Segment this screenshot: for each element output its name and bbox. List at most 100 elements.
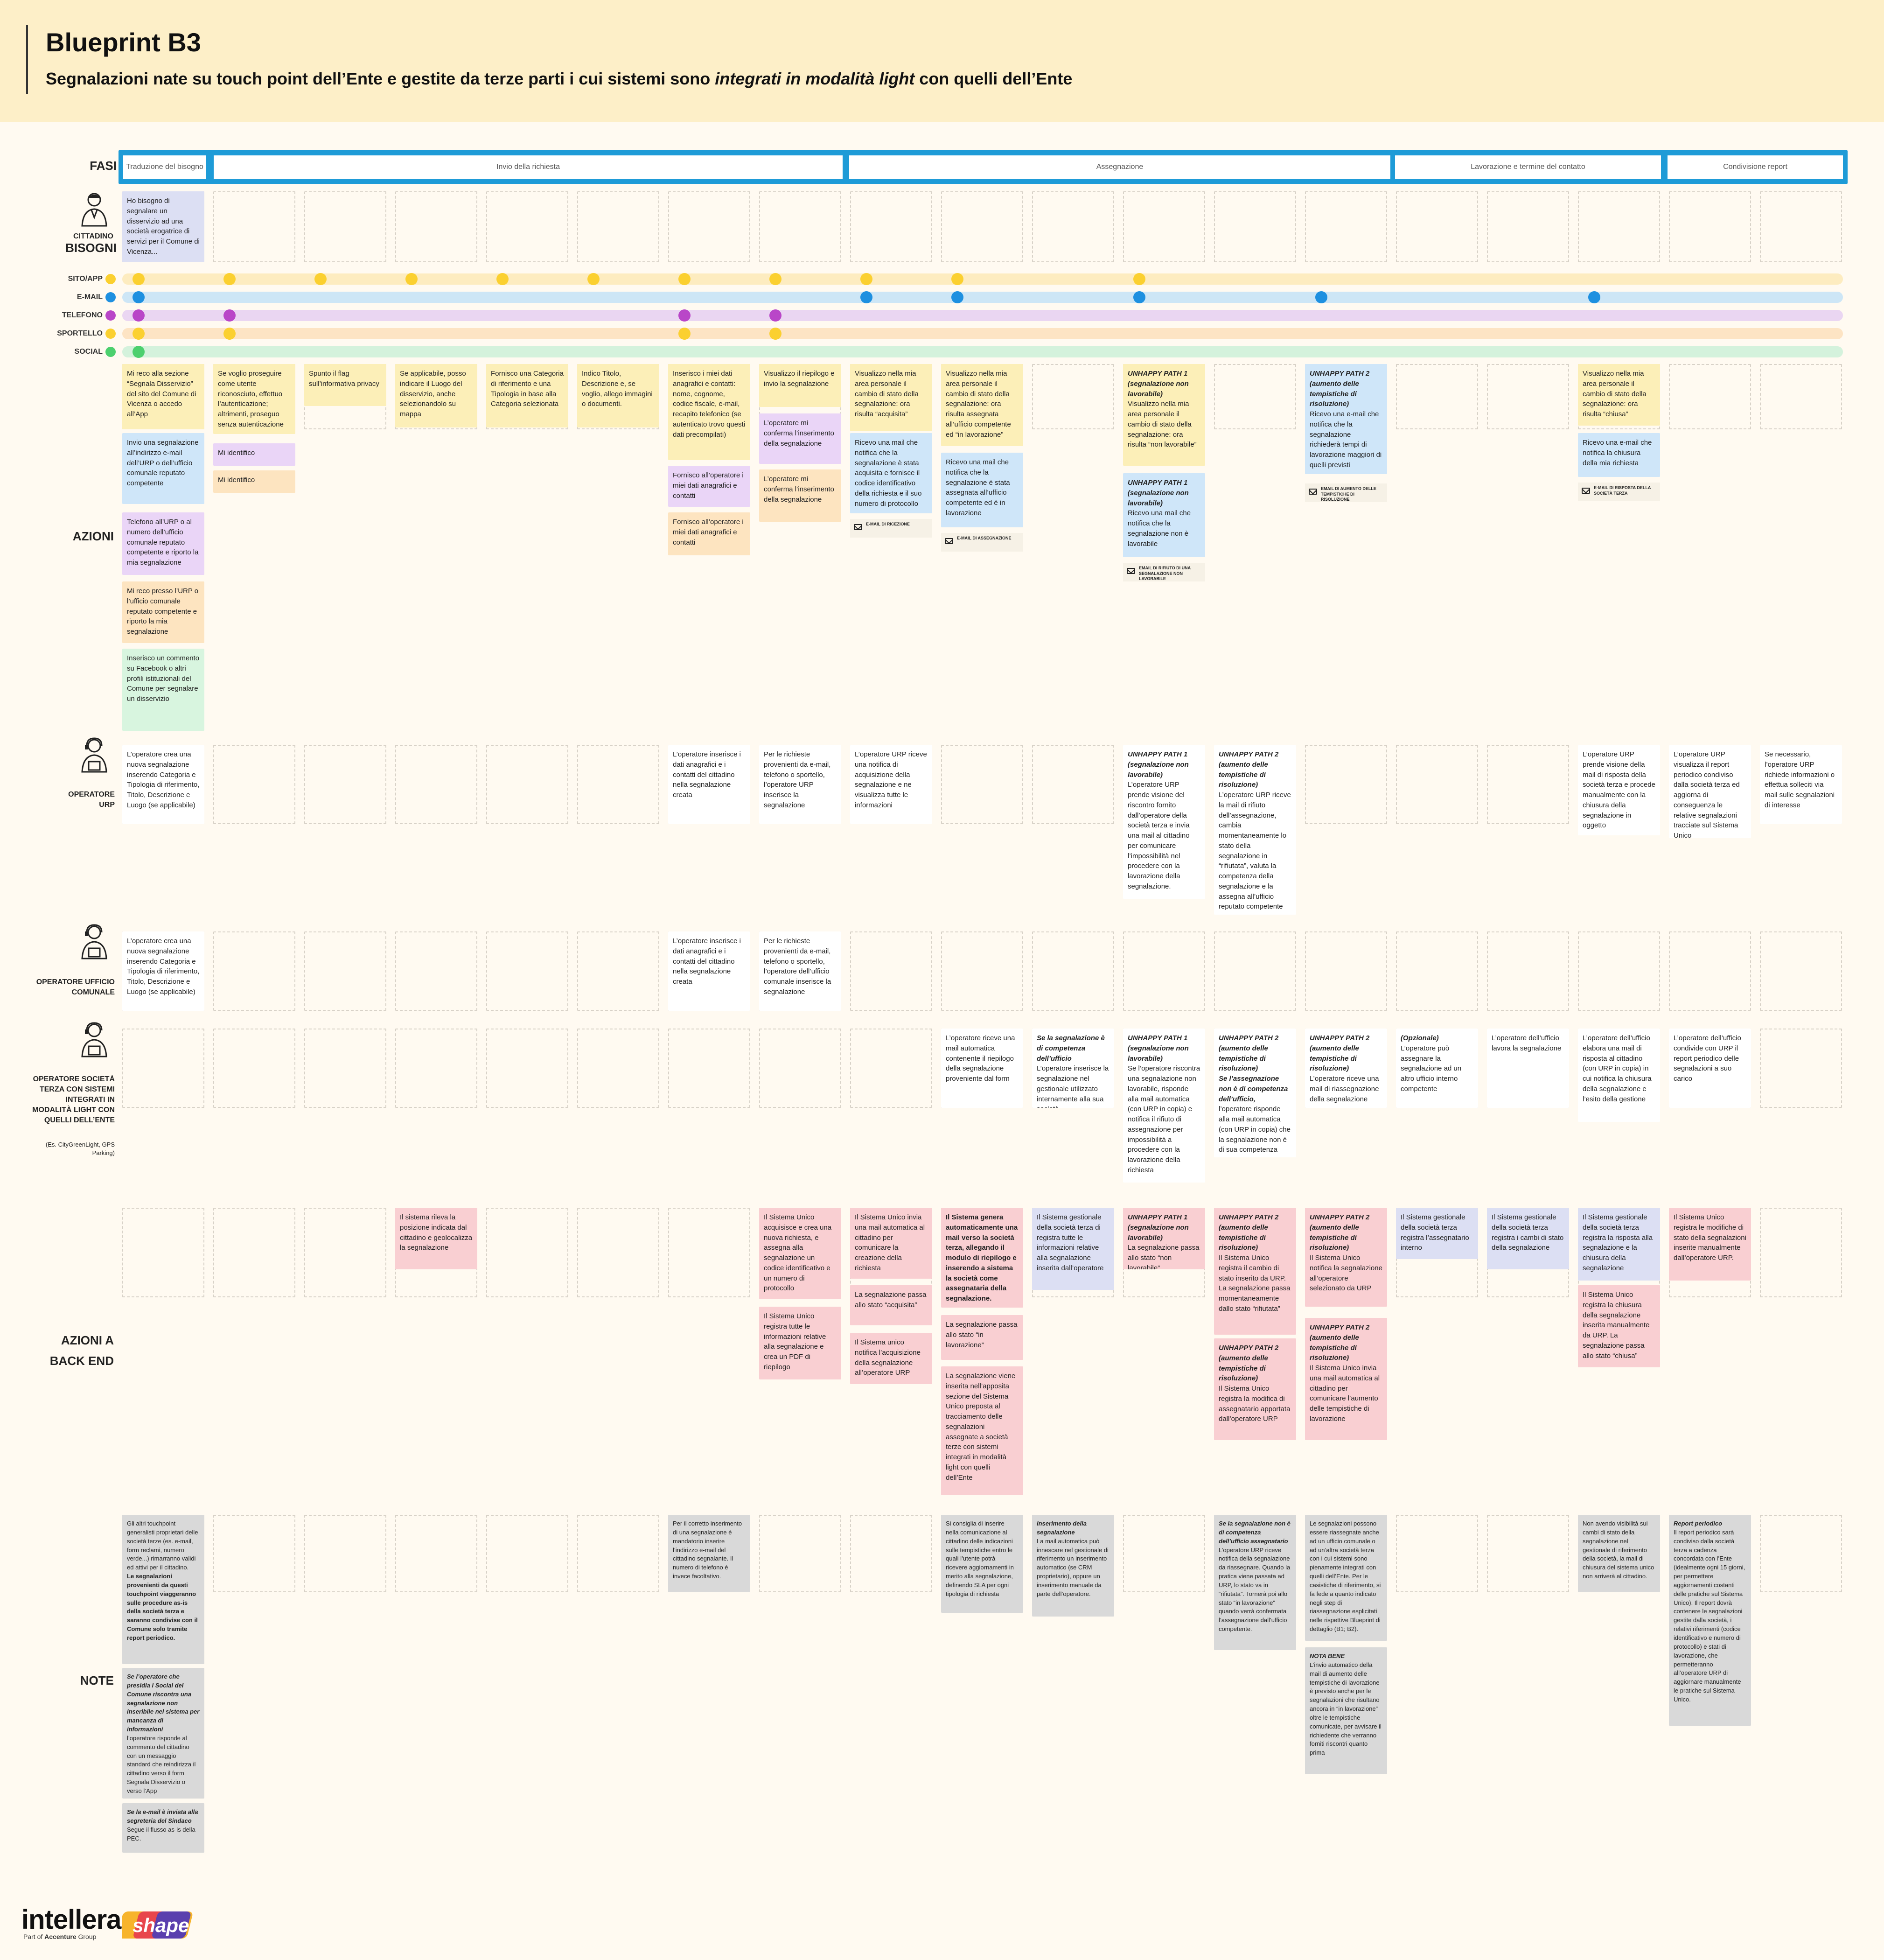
channel-dot <box>1588 291 1600 303</box>
grid-slot <box>1123 1515 1205 1592</box>
email-tag-label: E-MAIL DI ASSEGNAZIONE <box>957 536 1012 540</box>
logo-sub-text: Group <box>76 1933 97 1940</box>
channel-marker <box>105 329 116 339</box>
email-tag: EMAIL DI RIFIUTO DI UNA SEGNALAZIONE NON… <box>1123 563 1205 581</box>
note-text: L’operatore dell’ufficio elabora una mai… <box>1583 1034 1652 1103</box>
section-note: NOTE <box>80 1673 114 1687</box>
note-text: Se l’operatore riscontra una segnalazion… <box>1128 1064 1200 1174</box>
section-operatore-urp: OPERATORE URP <box>68 791 115 809</box>
channel-label: E-MAIL <box>77 293 103 301</box>
grid-slot <box>1305 191 1387 262</box>
sticky-note: Visualizzo nella mia area personale il c… <box>850 364 932 431</box>
sticky-note: Se l’operatore che presidia i Social del… <box>122 1668 204 1799</box>
grid-slot <box>304 745 386 824</box>
note-text: L’operatore inserisce i dati anagrafici … <box>673 750 741 799</box>
phase-lavorazione: Lavorazione e termine del contatto <box>1395 155 1661 179</box>
section-operatore-societa: OPERATORE SOCIETÀ TERZA CON SISTEMI INTE… <box>32 1075 115 1124</box>
sticky-note: Il Sistema Unico acquisisce e crea una n… <box>759 1208 841 1299</box>
channel-lane <box>122 292 1843 303</box>
sticky-note: Per le richieste provenienti da e-mail, … <box>759 745 841 824</box>
intellera-logo-sub: Part of Accenture Group <box>23 1933 96 1940</box>
sticky-note: Se la segnalazione è di competenza dell’… <box>1032 1029 1114 1108</box>
note-text: Per le richieste provenienti da e-mail, … <box>764 750 831 809</box>
operator-ufficio-icon <box>81 924 107 959</box>
grid-slot <box>304 1208 386 1297</box>
note-emphasis: UNHAPPY PATH 1 (segnalazione non lavorab… <box>1128 750 1189 779</box>
grid-slot <box>1032 931 1114 1011</box>
note-emphasis: (Opzionale) <box>1401 1034 1439 1042</box>
note-text: Se necessario, l’operatore URP richiede … <box>1765 750 1835 809</box>
grid-slot <box>941 191 1023 262</box>
envelope-icon <box>1582 488 1590 494</box>
grid-slot <box>486 191 568 262</box>
grid-slot <box>1214 931 1296 1011</box>
note-text: Invio una segnalazione all’indirizzo e-m… <box>127 439 199 487</box>
note-text: L’operatore URP riceve notifica della se… <box>1219 1546 1291 1633</box>
note-text: Visualizzo nella mia area personale il c… <box>1128 400 1197 449</box>
sticky-note: UNHAPPY PATH 2 (aumento delle tempistich… <box>1305 1029 1387 1108</box>
sticky-note: Ho bisogno di segnalare un disservizio a… <box>122 191 204 262</box>
sticky-note: L’operatore inserisce i dati anagrafici … <box>668 745 750 824</box>
note-text: L’operatore mi conferma l’inserimento de… <box>764 475 834 504</box>
grid-slot <box>1396 364 1478 429</box>
sticky-note: Telefono all’URP o al numero dell’uffici… <box>122 512 204 575</box>
note-emphasis: UNHAPPY PATH 2 (aumento delle tempistich… <box>1219 1034 1279 1073</box>
sticky-note: UNHAPPY PATH 1 (segnalazione non lavorab… <box>1123 364 1205 466</box>
grid-slot <box>850 1515 932 1592</box>
channel-dot <box>223 328 236 340</box>
grid-slot <box>1305 745 1387 824</box>
grid-slot <box>941 931 1023 1011</box>
note-text: l’operatore risponde alla mail automatic… <box>1219 1105 1291 1154</box>
note-text: Fornisco all’operatore i miei dati anagr… <box>673 518 744 546</box>
grid-slot <box>850 931 932 1011</box>
sticky-note: L’operatore crea una nuova segnalazione … <box>122 931 204 1011</box>
grid-slot <box>577 191 659 262</box>
note-text: Telefono all’URP o al numero dell’uffici… <box>127 518 199 567</box>
channel-dot <box>678 273 691 285</box>
channel-dot <box>1133 291 1145 303</box>
grid-slot <box>1487 191 1569 262</box>
sticky-note: L’operatore dell’ufficio elabora una mai… <box>1578 1029 1660 1122</box>
grid-slot <box>304 1029 386 1108</box>
email-tag-label: E-MAIL DI RICEZIONE <box>866 522 910 526</box>
note-text: Il Sistema gestionale della società terz… <box>1401 1213 1469 1252</box>
grid-slot <box>577 931 659 1011</box>
grid-slot <box>577 1515 659 1592</box>
grid-slot <box>1760 364 1842 429</box>
note-text: Il report periodico sarà condiviso dalla… <box>1674 1528 1745 1703</box>
note-emphasis: Inserimento della segnalazione <box>1037 1520 1087 1536</box>
email-tag-label: EMAIL DI RIFIUTO DI UNA SEGNALAZIONE NON… <box>1139 566 1191 581</box>
channel-dot <box>678 328 691 340</box>
channel-marker <box>105 292 116 302</box>
note-emphasis: NOTA BENE <box>1310 1652 1345 1659</box>
grid-slot <box>1032 364 1114 429</box>
note-text: Se applicabile, posso indicare il Luogo … <box>400 370 466 418</box>
sticky-note: La segnalazione passa allo stato “acquis… <box>850 1285 932 1325</box>
channel-label: SPORTELLO <box>57 329 103 337</box>
note-text: Inserisco un commento su Facebook o altr… <box>127 654 200 703</box>
title-accent-bar <box>26 25 28 94</box>
sticky-note: UNHAPPY PATH 2 (aumento delle tempistich… <box>1305 1208 1387 1307</box>
channel-lane <box>122 310 1843 321</box>
sticky-note: Mi reco alla sezione “Segnala Disservizi… <box>122 364 204 429</box>
sticky-note: Mi identifico <box>213 443 295 466</box>
note-text: Il Sistema Unico invia una mail automati… <box>1310 1364 1380 1423</box>
channel-dot <box>223 273 236 285</box>
grid-slot <box>395 191 477 262</box>
sticky-note: Il Sistema Unico registra la chiusura de… <box>1578 1285 1660 1367</box>
grid-slot <box>1760 1515 1842 1592</box>
note-text: La segnalazione passa allo stato “non la… <box>1128 1244 1200 1269</box>
grid-slot <box>577 1208 659 1297</box>
note-text: La mail automatica può innescare nel ges… <box>1037 1537 1109 1597</box>
note-text: Non avendo visibilità sui cambi di stato… <box>1583 1520 1654 1580</box>
note-text: Il Sistema Unico invia una mail automati… <box>855 1213 925 1272</box>
grid-slot <box>1123 191 1205 262</box>
section-bisogni: BISOGNI <box>65 241 117 255</box>
grid-slot <box>1123 931 1205 1011</box>
note-text: Segue il flusso as-is della PEC. <box>127 1826 195 1842</box>
note-text: Ricevo una e-mail che notifica che la se… <box>1310 410 1382 469</box>
note-text: Mi reco presso l’URP o l’ufficio comunal… <box>127 587 199 636</box>
grid-slot <box>213 1029 295 1108</box>
note-text: Mi reco alla sezione “Segnala Disservizi… <box>127 370 196 418</box>
subtitle-part: Segnalazioni nate su touch point dell’En… <box>46 69 715 88</box>
